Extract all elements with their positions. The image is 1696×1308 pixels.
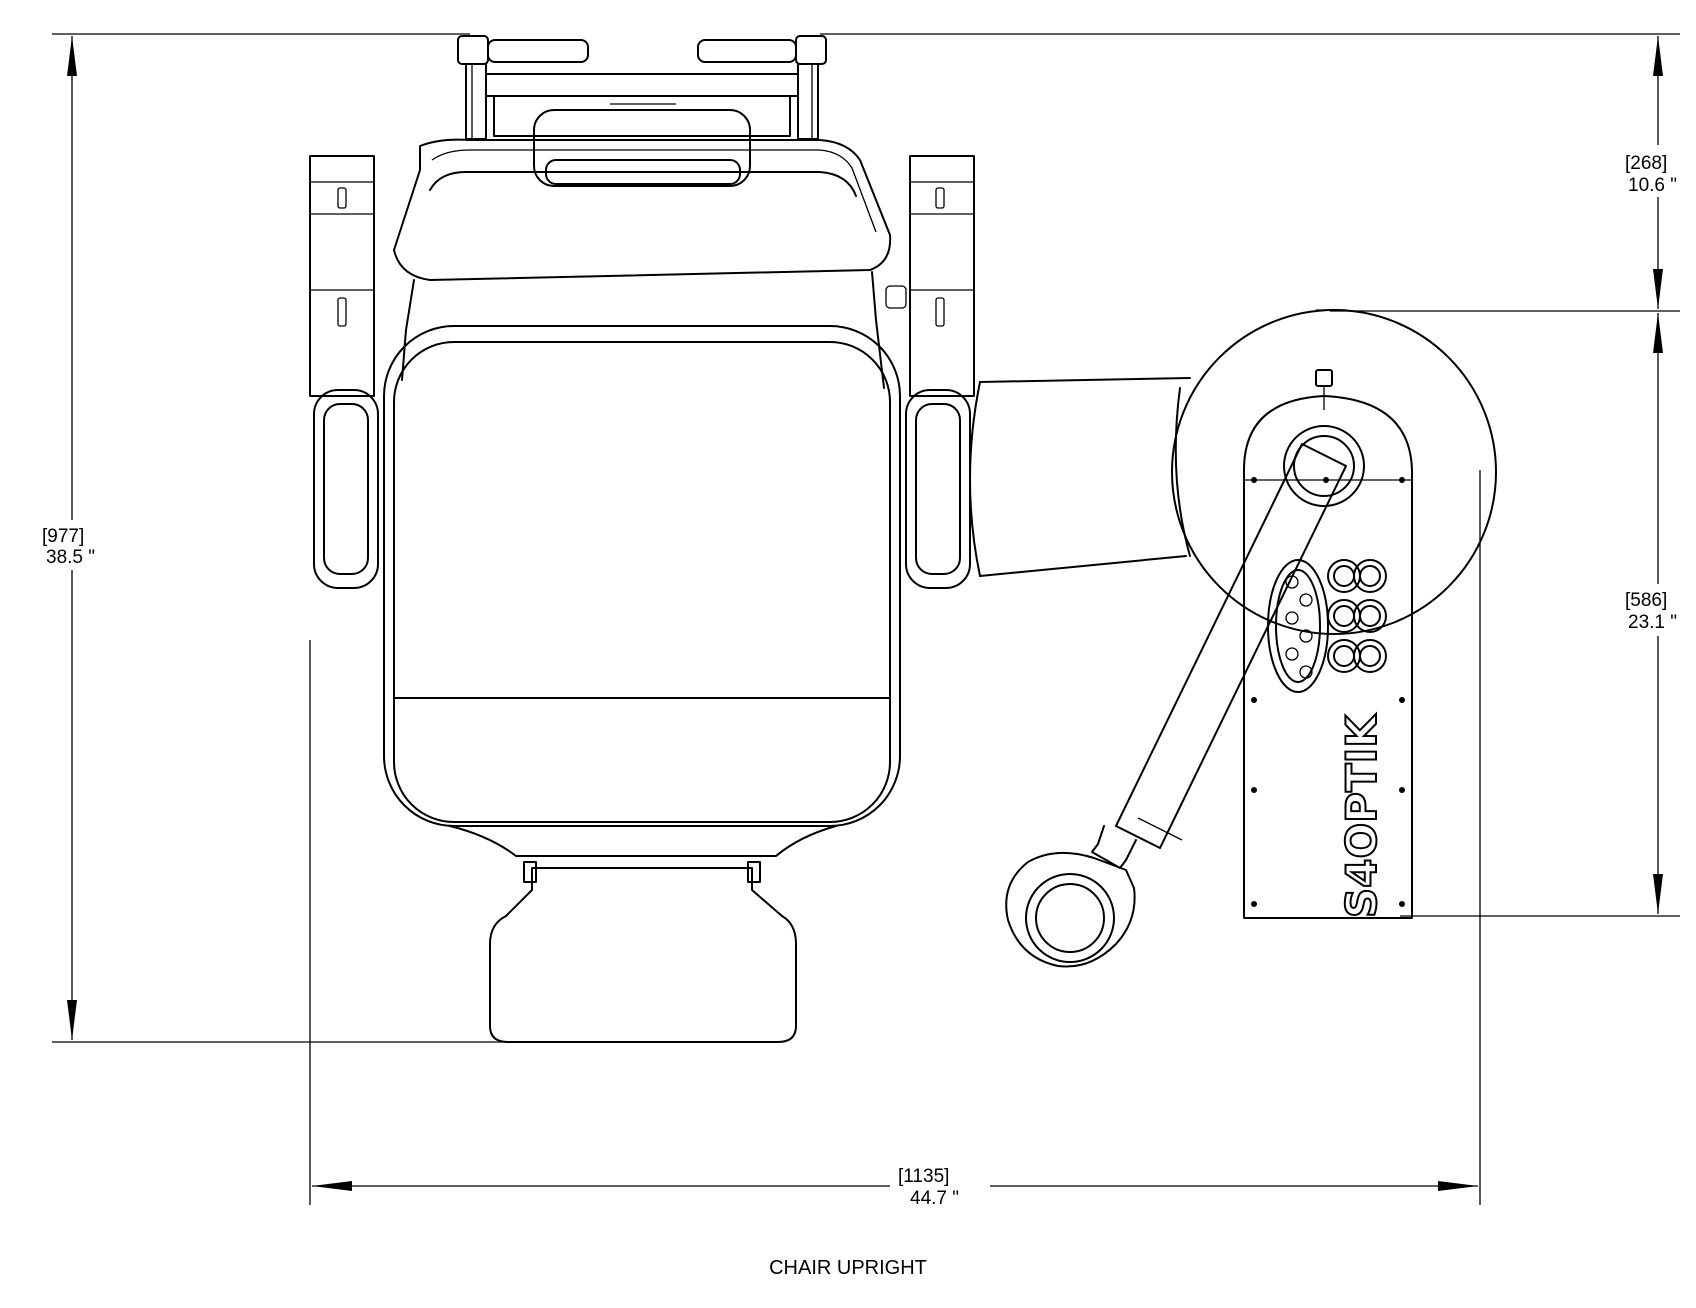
dimension-overall-height: [977] 38.5 " xyxy=(36,33,505,1043)
dimension-arm-height: [586] 23.1 " xyxy=(1400,313,1696,917)
gas-spring-arm xyxy=(1091,443,1347,869)
dimension-overall-width: [1135] 44.7 " xyxy=(309,470,1481,1210)
headrest-handle-right xyxy=(697,35,827,140)
headrest-height-metric: [268] xyxy=(1625,153,1667,174)
headrest xyxy=(393,109,892,281)
keypad xyxy=(1267,559,1329,693)
headrest-handle-left xyxy=(457,35,589,140)
side-rail-right xyxy=(909,155,975,397)
chair xyxy=(309,35,975,1043)
overall-height-metric: [977] xyxy=(42,526,84,547)
overall-width-imperial: 44.7 " xyxy=(910,1188,959,1209)
base-disc xyxy=(1171,309,1497,635)
headrest-height-imperial: 10.6 " xyxy=(1628,175,1677,196)
footrest xyxy=(489,867,797,1043)
control-knobs xyxy=(1327,559,1387,673)
pivot-joint xyxy=(1283,425,1365,507)
armrest-right xyxy=(905,389,971,589)
dimension-headrest-height: [268] 10.6 " xyxy=(820,33,1696,312)
drawing-caption: CHAIR UPRIGHT xyxy=(769,1257,927,1279)
side-rail-left xyxy=(309,155,375,397)
column-plate xyxy=(1243,369,1413,919)
seat-cushion xyxy=(383,325,901,827)
eye-mount xyxy=(1005,851,1136,968)
brand-logo: S4OPTIK xyxy=(1337,714,1386,918)
overall-height-imperial: 38.5 " xyxy=(46,547,95,568)
arm-height-metric: [586] xyxy=(1625,590,1667,611)
armrest-left xyxy=(313,389,379,589)
instrument-stand: S4OPTIK xyxy=(969,309,1497,968)
arm-height-imperial: 23.1 " xyxy=(1628,612,1677,633)
overall-width-metric: [1135] xyxy=(898,1166,949,1187)
